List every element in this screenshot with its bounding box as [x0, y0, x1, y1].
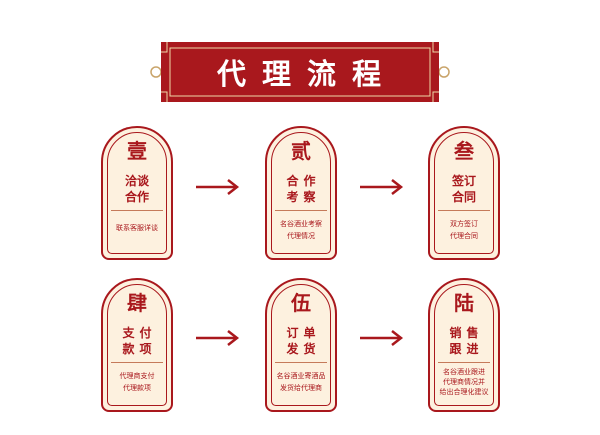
step-card-5: 伍 订单 发货 名谷酒业寄酒品 发货给代理商: [265, 278, 337, 412]
arrow-right-icon: [196, 179, 240, 195]
step-title-line-1: 合作: [286, 174, 321, 188]
step-desc-line-1: 名谷酒业寄酒品: [276, 372, 326, 380]
step-number: 壹: [127, 139, 147, 163]
step-desc-line-2: 代理商情况并: [443, 378, 485, 386]
step-desc-line-1: 联系客服详谈: [116, 224, 158, 232]
step-card-3: 叁 签订 合同 双方签订 代理合同: [428, 126, 500, 260]
step-card-2: 贰 合作 考察 名谷酒业考察 代理情况: [265, 126, 337, 260]
arrow-right-icon: [360, 330, 404, 346]
step-number: 伍: [291, 291, 311, 315]
step-title-line-2: 考察: [286, 190, 321, 204]
card-divider: [111, 210, 163, 211]
step-number: 贰: [291, 139, 311, 163]
step-title-line-2: 合作: [124, 190, 149, 204]
step-desc-line-2: 代理情况: [287, 232, 315, 240]
card-divider: [275, 210, 327, 211]
step-number: 陆: [454, 291, 474, 315]
step-desc-line-2: 发货给代理商: [280, 384, 322, 392]
step-desc-line-1: 名谷酒业跟进: [443, 368, 485, 376]
step-title-line-2: 合同: [451, 190, 476, 204]
step-number: 肆: [127, 291, 147, 315]
step-title-line-1: 洽谈: [124, 174, 149, 188]
card-inner-border: [107, 132, 167, 254]
step-desc-line-2: 代理合同: [450, 232, 478, 240]
banner-title: 代理流程: [216, 57, 397, 91]
step-desc-line-3: 给出合理化建议: [439, 388, 489, 396]
card-divider: [275, 362, 327, 363]
step-card-6: 陆 销售 跟进 名谷酒业跟进 代理商情况并 给出合理化建议: [428, 278, 500, 412]
step-desc-line-1: 双方签订: [450, 220, 478, 228]
step-title-line-2: 款项: [122, 342, 157, 356]
card-divider: [438, 210, 490, 211]
title-banner: 代理流程: [150, 40, 450, 104]
step-title-line-1: 销售: [449, 326, 484, 340]
card-divider: [438, 362, 490, 363]
step-card-1: 壹 洽谈 合作 联系客服详谈: [101, 126, 173, 260]
card-inner-border: [107, 284, 167, 406]
step-desc-line-2: 代理款项: [123, 384, 151, 392]
step-title-line-1: 支付: [122, 326, 157, 340]
arrow-right-icon: [360, 179, 404, 195]
step-desc-line-1: 名谷酒业考察: [280, 220, 322, 228]
card-divider: [111, 362, 163, 363]
step-title-line-2: 发货: [286, 342, 321, 356]
card-inner-border: [271, 284, 331, 406]
card-inner-border: [271, 132, 331, 254]
step-desc-line-1: 代理商支付: [119, 372, 155, 380]
step-title-line-1: 签订: [451, 174, 476, 188]
card-inner-border: [434, 132, 494, 254]
card-inner-border: [434, 284, 494, 406]
step-number: 叁: [454, 139, 474, 163]
step-title-line-1: 订单: [286, 326, 321, 340]
arrow-right-icon: [196, 330, 240, 346]
step-card-4: 肆 支付 款项 代理商支付 代理款项: [101, 278, 173, 412]
banner-frame: [150, 42, 450, 102]
step-title-line-2: 跟进: [449, 342, 484, 356]
